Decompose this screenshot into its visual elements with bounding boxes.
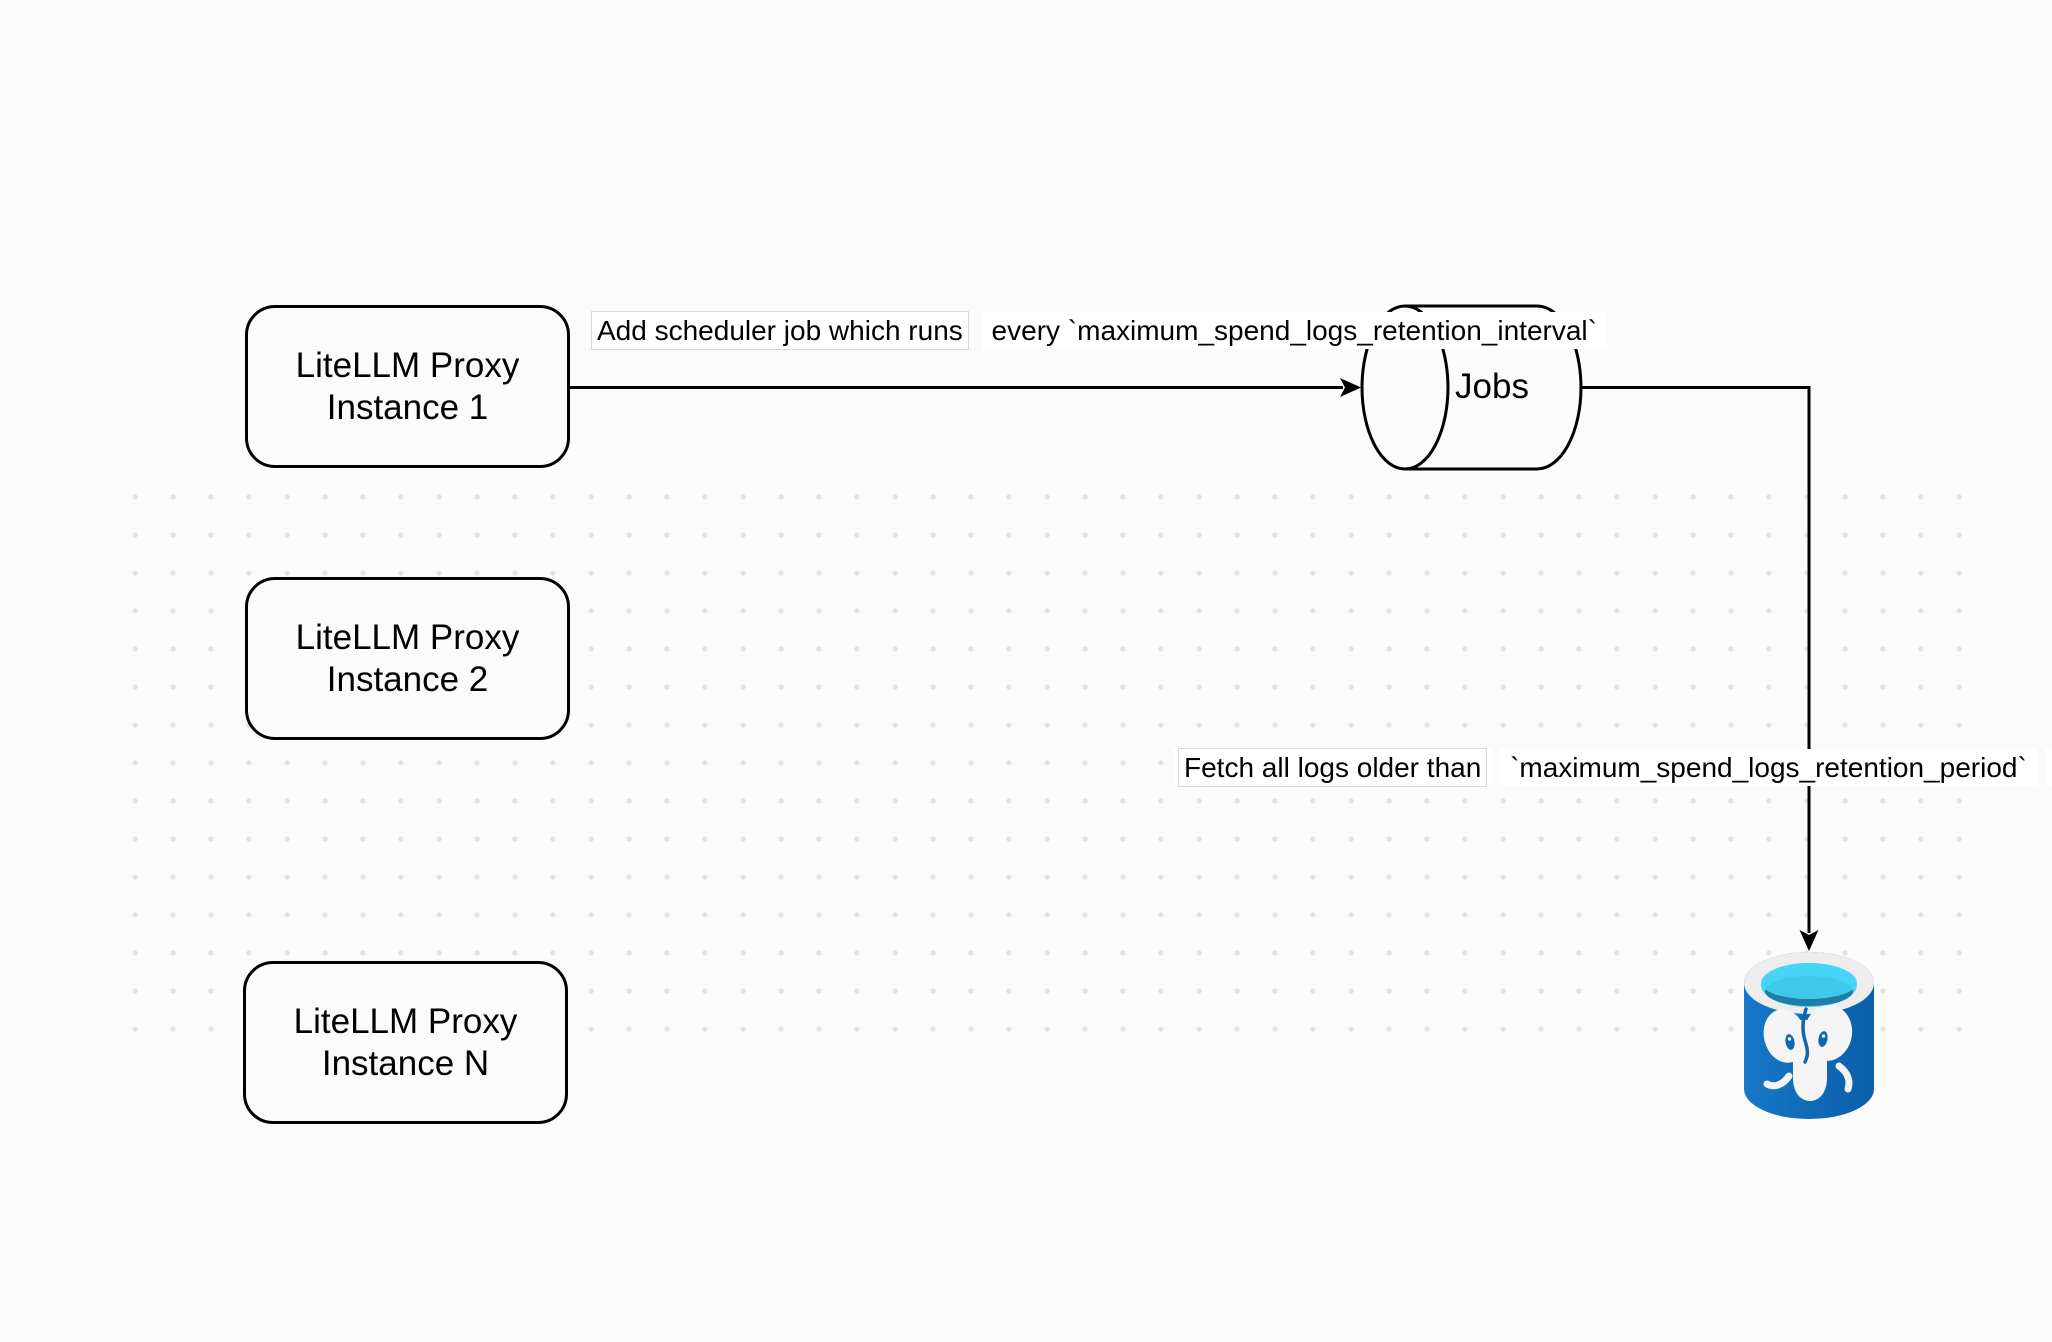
edge-label-text: Add scheduler job which runs — [591, 311, 969, 350]
edge-label-text: every `maximum_spend_logs_retention_inte… — [986, 312, 1602, 349]
edge-label-add-scheduler: Add scheduler job which runs every `maxi… — [586, 311, 1607, 350]
node-litellm-proxy-instance-n: LiteLLM Proxy Instance N — [243, 961, 568, 1124]
jobs-cylinder-label: Jobs — [1455, 367, 1529, 406]
edge-label-text: Fetch all logs older than — [1178, 748, 1488, 787]
postgres-elephant-logo — [1763, 1005, 1853, 1101]
edge-label-text: and delete them in batches of 1000 — [2049, 749, 2052, 786]
node-label-line: LiteLLM Proxy — [295, 345, 520, 385]
postgresql-database-icon — [1744, 952, 1874, 1119]
edge-label-text: `maximum_spend_logs_retention_period` — [1505, 749, 2032, 786]
node-label-line: Instance 1 — [326, 387, 489, 427]
node-litellm-proxy-instance-2: LiteLLM Proxy Instance 2 — [245, 577, 570, 740]
arrowhead-right-icon — [1340, 378, 1361, 397]
node-label-line: Instance 2 — [326, 659, 489, 699]
edge-add-scheduler-job — [570, 378, 1361, 397]
node-label-line: LiteLLM Proxy — [293, 1001, 518, 1041]
node-litellm-proxy-instance-1: LiteLLM Proxy Instance 1 — [245, 305, 570, 468]
arrowhead-down-icon — [1799, 930, 1819, 951]
edge-label-fetch-logs: Fetch all logs older than `maximum_spend… — [1173, 748, 2052, 787]
edge-fetch-delete-logs — [1581, 386, 1819, 951]
node-label-line: Instance N — [321, 1043, 490, 1083]
node-label-line: LiteLLM Proxy — [295, 617, 520, 657]
